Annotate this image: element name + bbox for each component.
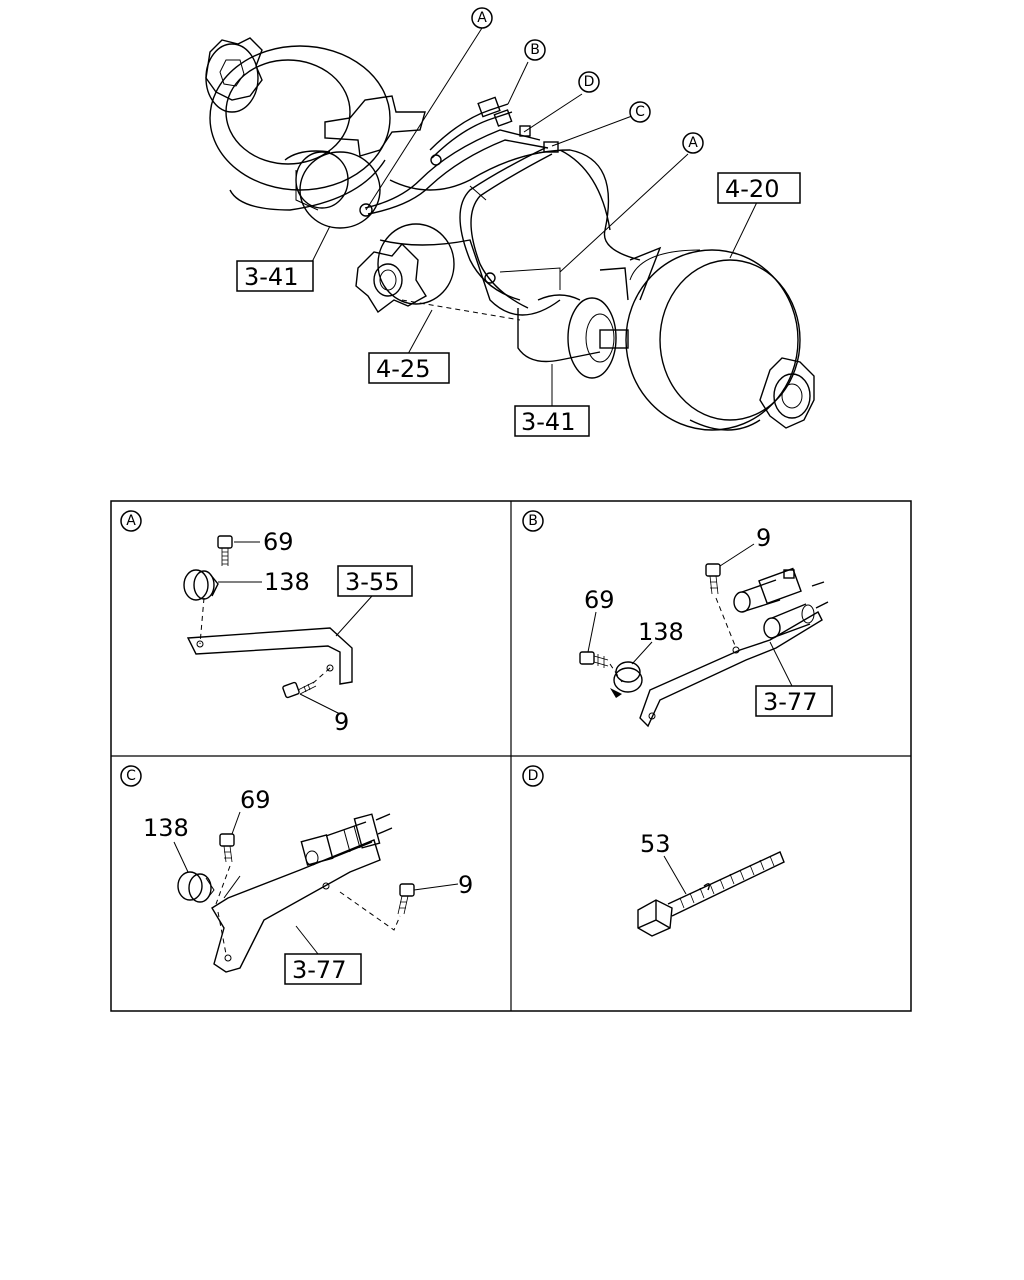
detail-c-ref: 3-77: [292, 956, 346, 984]
ref-box-3-41-left: 3-41: [236, 260, 314, 292]
bolt-icon: [282, 681, 317, 699]
detail-c-badge: [120, 765, 142, 787]
detail-c-label-69: 69: [240, 786, 271, 814]
callout-leaders: [311, 27, 759, 406]
detail-b-ref: 3-77: [763, 688, 817, 716]
center-bracket: [324, 95, 426, 157]
ref-4-25-text: 4-25: [376, 355, 430, 383]
detail-c-label-138: 138: [143, 814, 189, 842]
grommet-icon: [183, 569, 219, 601]
detail-a-label-69: 69: [263, 528, 294, 556]
valve-block: [733, 567, 829, 639]
detail-c: C 138 69: [120, 765, 473, 985]
callout-b-label: B: [530, 42, 540, 58]
detail-a-label-9: 9: [334, 708, 349, 736]
ref-box-4-20: 4-20: [717, 172, 801, 204]
callout-a-right: A: [682, 132, 704, 154]
callout-a-right-label: A: [688, 135, 698, 151]
ref-box-4-25: 4-25: [368, 352, 450, 384]
detail-c-letter: C: [126, 768, 136, 784]
detail-a-ref: 3-55: [345, 568, 399, 596]
detail-d-badge: [522, 765, 544, 787]
callout-d-label: D: [584, 74, 595, 90]
right-hub: [625, 249, 815, 431]
bracket-shape: [639, 611, 823, 728]
ref-box-3-77-c: [284, 953, 362, 985]
bolt-icon: [397, 883, 415, 915]
axle-assembly: [205, 27, 815, 431]
callout-b: B: [524, 39, 546, 61]
detail-a-letter: A: [126, 513, 136, 529]
ref-4-20-text: 4-20: [725, 175, 779, 203]
detail-c-label-9: 9: [458, 871, 473, 899]
ref-3-41-bottom-text: 3-41: [521, 408, 575, 436]
flange: [355, 242, 427, 314]
callout-a-top: A: [471, 7, 493, 29]
ref-box-3-41-bottom: 3-41: [514, 405, 590, 437]
bolt-icon: [579, 651, 609, 668]
detail-d-label-53: 53: [640, 830, 671, 858]
callout-c-label: C: [635, 104, 645, 120]
bolt-icon: [219, 833, 235, 863]
axle-housing: [377, 149, 662, 316]
grommet-icon: [610, 661, 643, 698]
detail-b-letter: B: [528, 513, 538, 529]
callout-d: D: [578, 71, 600, 93]
ref-3-41-left-text: 3-41: [244, 263, 298, 291]
left-hub: [205, 37, 391, 211]
bolt-icon: [705, 563, 721, 595]
wire-harness: [359, 96, 561, 309]
detail-b-badge: [522, 510, 544, 532]
detail-a-badge: [120, 510, 142, 532]
right-brake-chamber: [517, 294, 629, 379]
ref-box-3-77-b: [755, 685, 833, 717]
callout-a-top-label: A: [477, 10, 487, 26]
detail-d-letter: D: [528, 768, 539, 784]
detail-grid: [110, 500, 912, 1012]
ref-box-3-55: [337, 565, 413, 597]
grommet-icon: [177, 871, 215, 903]
detail-b-label-138: 138: [638, 618, 684, 646]
left-brake-chamber: [284, 150, 381, 229]
bracket-shape: [211, 839, 381, 973]
bracket-shape: [186, 627, 353, 685]
detail-b: B 9 69: [522, 510, 833, 728]
bolt-icon: [217, 535, 233, 566]
detail-a-label-138: 138: [264, 568, 310, 596]
detail-a: A 69 138 3-55 9: [120, 510, 413, 736]
callout-c: C: [629, 101, 651, 123]
detail-b-label-69: 69: [584, 586, 615, 614]
detail-b-label-9: 9: [756, 524, 771, 552]
valve-block: [300, 813, 393, 866]
cable-tie-icon: [637, 851, 785, 937]
detail-d: D 53: [522, 765, 785, 937]
